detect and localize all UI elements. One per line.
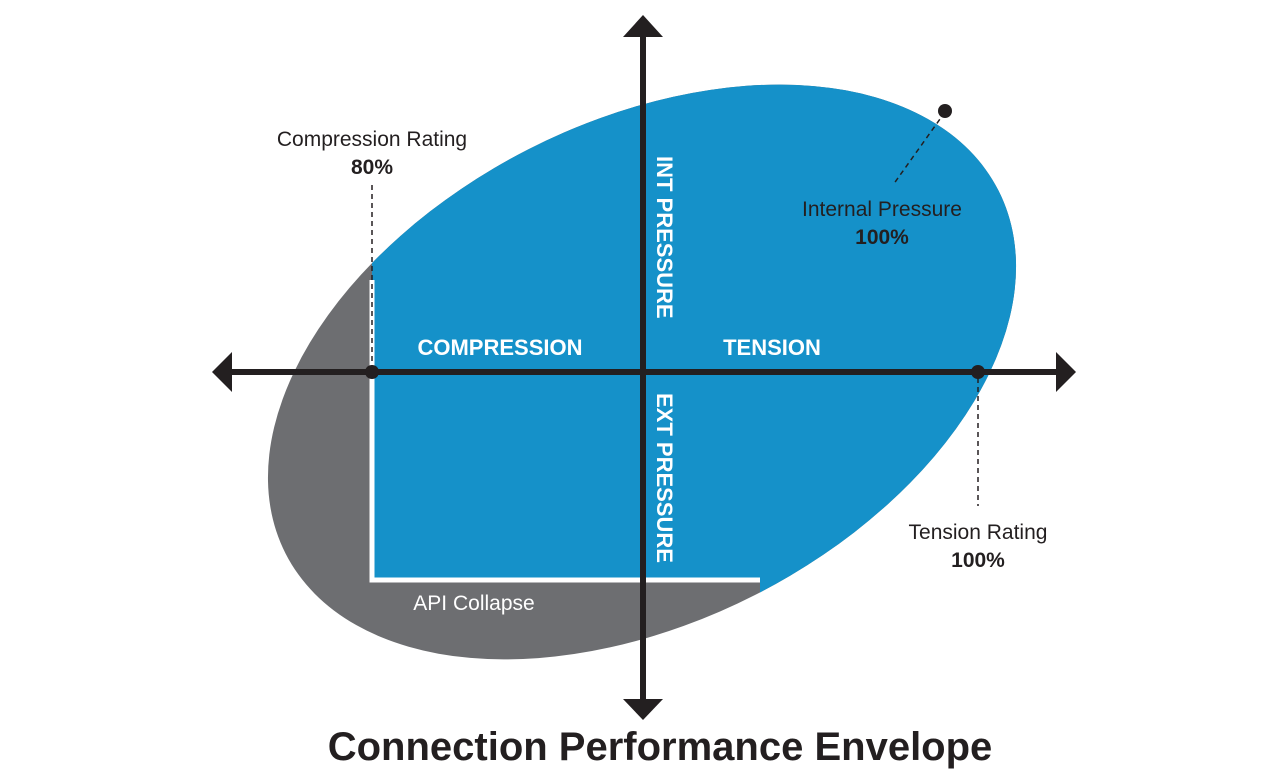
up-arrow-icon [623, 15, 663, 37]
tension-rating-value: 100% [951, 549, 1005, 572]
compression-rating-value: 80% [351, 156, 393, 179]
internal-pressure-point [938, 104, 952, 118]
api-collapse-label: API Collapse [413, 592, 534, 615]
right-arrow-icon [1056, 352, 1076, 392]
compression-axis-label: COMPRESSION [417, 335, 582, 360]
diagram-title: Connection Performance Envelope [328, 725, 993, 769]
tension-rating-point [971, 365, 985, 379]
compression-rating-point [365, 365, 379, 379]
internal-pressure-value: 100% [855, 226, 909, 249]
down-arrow-icon [623, 699, 663, 720]
api-collapse-boundary [369, 280, 760, 583]
internal-pressure-leader [892, 111, 946, 186]
ext-pressure-axis-label: EXT PRESSURE [652, 393, 677, 563]
int-pressure-axis-label: INT PRESSURE [652, 156, 677, 319]
tension-rating-label: Tension Rating [909, 521, 1048, 544]
left-arrow-icon [212, 352, 232, 392]
internal-pressure-label: Internal Pressure [802, 198, 962, 221]
compression-rating-label: Compression Rating [277, 128, 467, 151]
tension-axis-label: TENSION [723, 335, 821, 360]
